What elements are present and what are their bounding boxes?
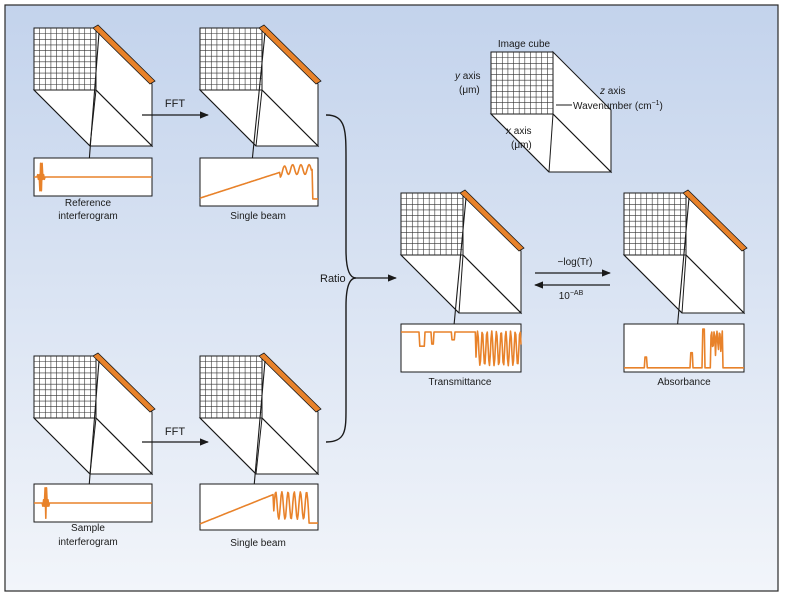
cube-grid-face bbox=[400, 192, 464, 256]
cubes-layer bbox=[32, 24, 748, 511]
reference-caption-2: interferogram bbox=[58, 211, 117, 222]
spectral-slice bbox=[258, 24, 322, 85]
single-beam-top-cube bbox=[198, 24, 322, 183]
y-axis-label: y axis bbox=[454, 71, 481, 82]
z-axis-label: z axis bbox=[599, 86, 626, 97]
spectrum-trace bbox=[33, 162, 153, 192]
neg-log-label: −log(Tr) bbox=[558, 257, 593, 268]
cube-grid-face bbox=[199, 355, 263, 419]
spectral-slice bbox=[258, 352, 322, 413]
transmittance-caption: Transmittance bbox=[429, 377, 492, 388]
cube-grid-face bbox=[33, 355, 97, 419]
image-cube-title: Image cube bbox=[498, 39, 551, 50]
spectrum-trace bbox=[623, 328, 745, 369]
sample-caption-2: interferogram bbox=[58, 537, 117, 548]
transmittance-cube bbox=[399, 189, 525, 337]
cube-grid-face bbox=[33, 27, 97, 91]
absorbance-caption: Absorbance bbox=[657, 377, 711, 388]
pixel-spectrum-arrow bbox=[450, 197, 467, 337]
single-beam-bottom-panel bbox=[199, 483, 319, 531]
cube-grid-face bbox=[199, 27, 263, 91]
x-axis-unit: (μm) bbox=[511, 140, 532, 151]
pixel-spectrum-arrow bbox=[85, 360, 100, 501]
wavenumber-label: Wavenumber (cm−1) bbox=[573, 100, 663, 112]
y-axis-unit: (μm) bbox=[459, 85, 480, 96]
sample-interferogram-panel bbox=[33, 483, 153, 523]
spectrum-trace bbox=[33, 486, 153, 520]
spectral-slice bbox=[682, 189, 748, 252]
reference-cube bbox=[32, 24, 156, 177]
ratio-label: Ratio bbox=[320, 273, 346, 285]
exp-label: 10−AB bbox=[559, 290, 584, 302]
pixel-spectrum-arrow bbox=[85, 32, 100, 177]
spectrum-trace bbox=[199, 163, 319, 200]
spectrum-panel-frame bbox=[199, 483, 319, 531]
cube-grid-face bbox=[623, 192, 687, 256]
absorbance-panel bbox=[623, 323, 745, 373]
spectral-slice bbox=[92, 24, 156, 85]
single-beam-top-caption: Single beam bbox=[230, 211, 286, 222]
ratio-brace bbox=[325, 114, 357, 443]
single-beam-bottom-cube bbox=[198, 352, 322, 511]
spectrum-panels-layer bbox=[33, 157, 745, 531]
single-beam-bottom-caption: Single beam bbox=[230, 538, 286, 549]
image-cube-legend bbox=[489, 50, 613, 174]
pixel-spectrum-arrow bbox=[673, 197, 690, 343]
fft-label-bottom: FFT bbox=[165, 426, 185, 438]
fft-label-top: FFT bbox=[165, 98, 185, 110]
single-beam-top-panel bbox=[199, 157, 319, 207]
cube-grid-face bbox=[490, 51, 554, 115]
reference-caption-1: Reference bbox=[65, 198, 112, 209]
reference-interferogram-panel bbox=[33, 157, 153, 197]
sample-caption-1: Sample bbox=[71, 523, 105, 534]
spectrum-trace bbox=[199, 490, 319, 525]
transmittance-panel bbox=[400, 323, 522, 373]
spectral-slice bbox=[459, 189, 525, 252]
spectrum-panel-frame bbox=[199, 157, 319, 207]
sample-cube bbox=[32, 352, 156, 501]
spectral-slice bbox=[92, 352, 156, 413]
spectrum-trace bbox=[400, 330, 522, 367]
spectrum-panel-frame bbox=[623, 323, 745, 373]
x-axis-label: x axis bbox=[505, 126, 532, 137]
pixel-spectrum-arrow bbox=[247, 32, 266, 183]
absorbance-cube bbox=[622, 189, 748, 343]
